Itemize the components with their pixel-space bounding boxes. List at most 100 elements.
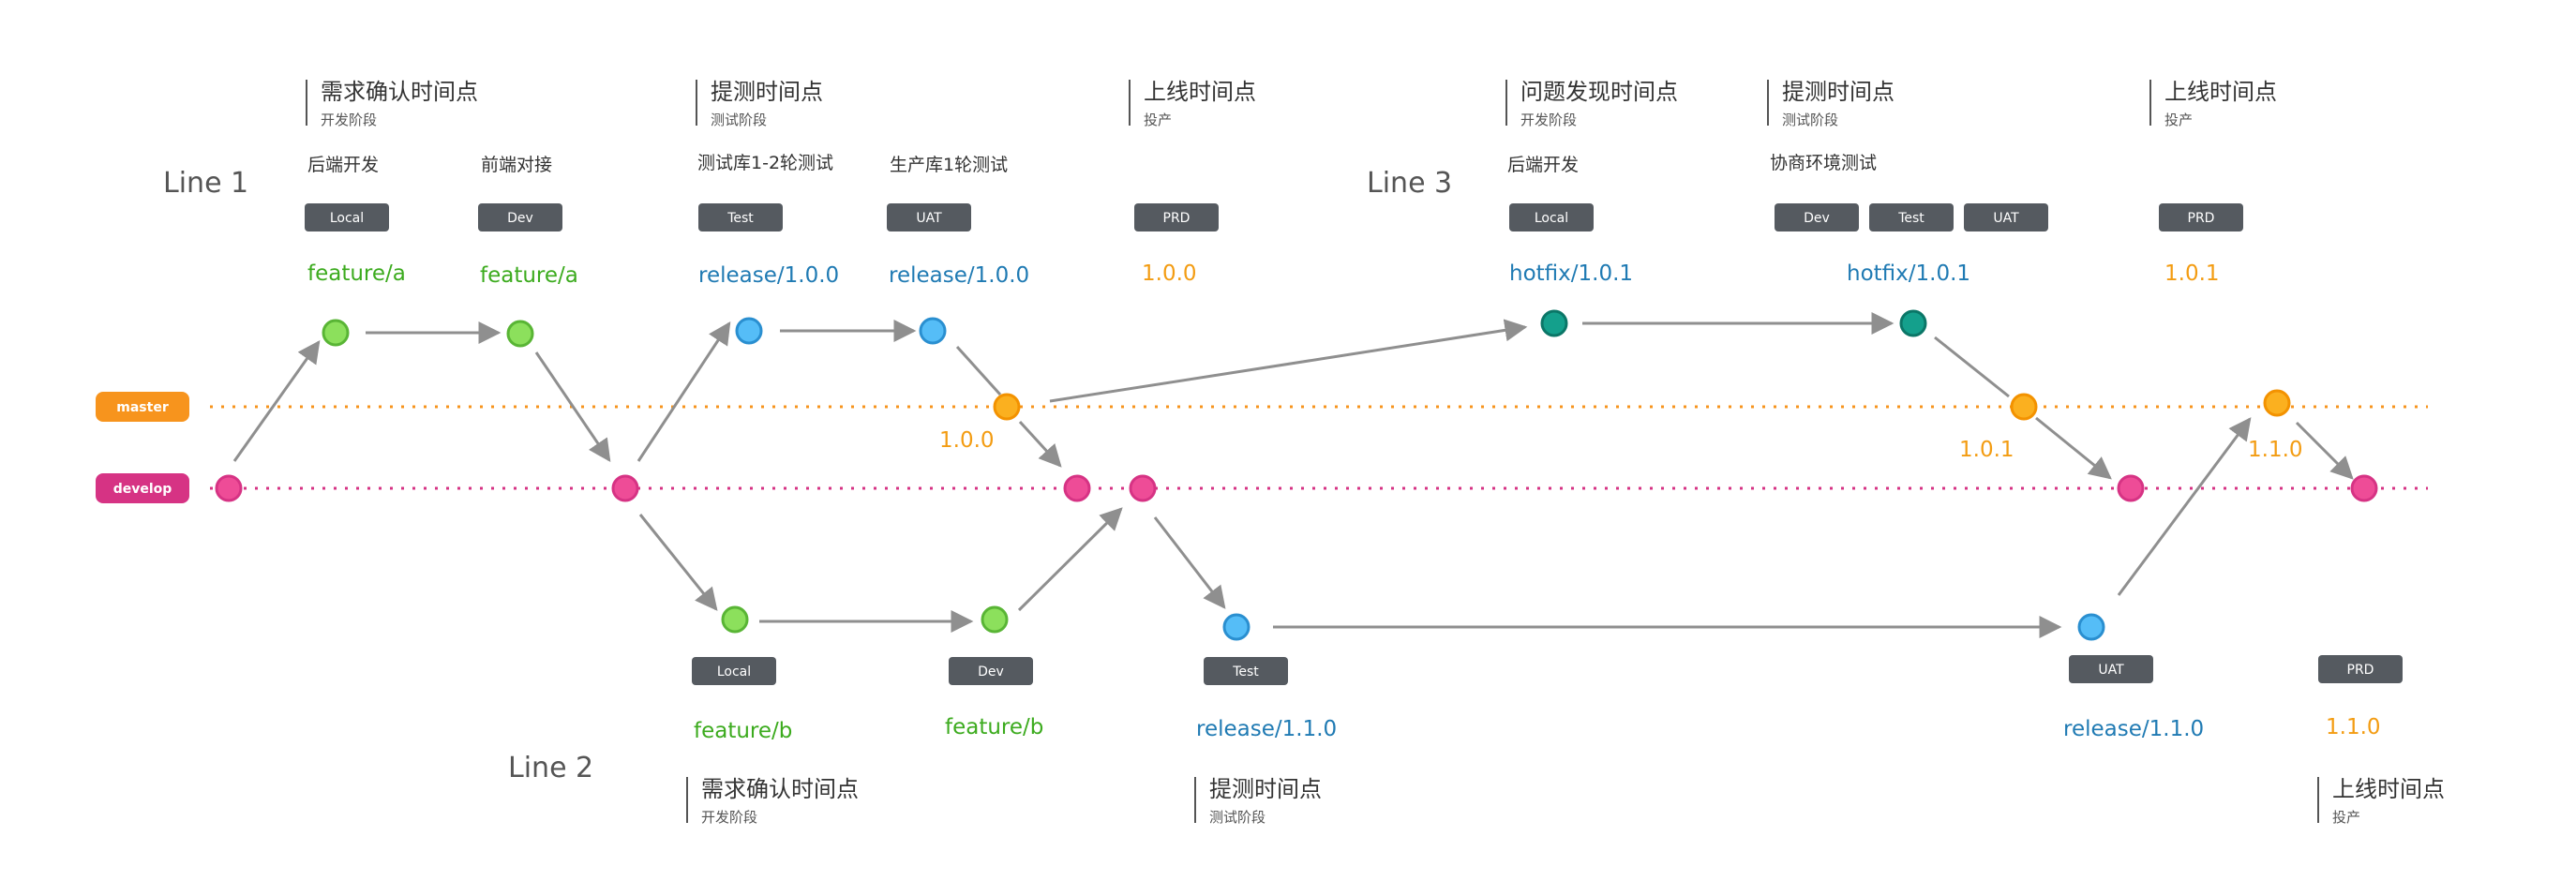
milestone-release-line3: 上线时间点 投产 xyxy=(2149,79,2277,128)
svg-text:UAT: UAT xyxy=(916,211,942,226)
node-master-110 xyxy=(2263,389,2291,417)
env-uat-hotfix: UAT xyxy=(1964,203,2048,231)
svg-text:Test: Test xyxy=(726,211,754,226)
node-hotfix-test xyxy=(1899,309,1927,337)
version-101-tag: 1.0.1 xyxy=(1959,438,2014,462)
label-release-100-1: release/1.0.0 xyxy=(698,263,839,288)
milestone-requirement-line1: 需求确认时间点 开发阶段 xyxy=(306,79,478,128)
arrow-master-to-develop-110 xyxy=(2295,421,2354,480)
develop-pill xyxy=(96,473,189,503)
arrow-develop-to-release-110 xyxy=(1153,516,1226,609)
svg-text:Test: Test xyxy=(1897,211,1925,226)
version-100-tag: 1.0.0 xyxy=(939,428,995,453)
node-develop-merge-b xyxy=(1129,474,1157,502)
arrow-develop-to-release-100 xyxy=(637,321,731,462)
develop-pill-label: develop xyxy=(113,482,172,497)
svg-text:开发阶段: 开发阶段 xyxy=(701,809,757,826)
arrow-release-100-to-master xyxy=(955,345,1002,396)
svg-text:测试阶段: 测试阶段 xyxy=(711,112,767,128)
node-release-110-test xyxy=(1222,613,1251,641)
svg-text:Dev: Dev xyxy=(978,664,1004,679)
arrow-master-to-hotfix xyxy=(1049,319,1528,403)
node-release-110-uat xyxy=(2077,613,2105,641)
arrow-feature-a-merge xyxy=(534,351,611,462)
label-feature-a-2: feature/a xyxy=(480,263,578,288)
svg-text:问题发现时间点: 问题发现时间点 xyxy=(1520,79,1678,105)
node-feature-b-local xyxy=(721,605,749,634)
version-110-tag: 1.1.0 xyxy=(2248,438,2303,462)
svg-text:Dev: Dev xyxy=(507,211,533,226)
svg-text:PRD: PRD xyxy=(2347,663,2374,678)
milestone-issue-line3: 问题发现时间点 开发阶段 xyxy=(1505,79,1678,128)
env-dev-b: Dev xyxy=(949,657,1033,685)
task-negotiation-env-test: 协商环境测试 xyxy=(1770,153,1877,173)
env-local-b: Local xyxy=(692,657,776,685)
node-develop-110 xyxy=(2350,474,2378,502)
label-prd-101: 1.0.1 xyxy=(2164,261,2220,286)
env-prd-101: PRD xyxy=(2159,203,2243,231)
env-test-hotfix: Test xyxy=(1869,203,1954,231)
svg-text:PRD: PRD xyxy=(1163,211,1191,226)
svg-text:PRD: PRD xyxy=(2188,211,2215,226)
task-frontend-integration: 前端对接 xyxy=(481,155,552,175)
task-test-db-rounds: 测试库1-2轮测试 xyxy=(697,153,833,173)
svg-text:投产: 投产 xyxy=(2164,112,2193,128)
svg-text:上线时间点: 上线时间点 xyxy=(2332,776,2445,802)
node-develop-merge-a xyxy=(611,474,639,502)
svg-text:上线时间点: 上线时间点 xyxy=(1144,79,1256,105)
node-feature-a-dev xyxy=(506,320,534,348)
svg-text:Local: Local xyxy=(717,664,751,679)
line-1-label: Line 1 xyxy=(163,167,248,200)
label-prd-100: 1.0.0 xyxy=(1142,261,1197,286)
milestone-test-line3: 提测时间点 测试阶段 xyxy=(1767,79,1895,128)
svg-text:上线时间点: 上线时间点 xyxy=(2164,79,2277,105)
master-pill xyxy=(96,392,189,422)
node-release-100-uat xyxy=(919,317,947,345)
label-hotfix-101-1: hotfix/1.0.1 xyxy=(1509,261,1633,286)
node-release-100-test xyxy=(735,317,763,345)
milestone-test-line2: 提测时间点 测试阶段 xyxy=(1194,776,1322,826)
label-feature-b-2: feature/b xyxy=(945,715,1043,739)
svg-text:提测时间点: 提测时间点 xyxy=(711,79,823,105)
env-prd-110: PRD xyxy=(2318,655,2403,683)
svg-text:Local: Local xyxy=(330,211,364,226)
milestone-release-line2: 上线时间点 投产 xyxy=(2317,776,2445,826)
node-master-101 xyxy=(2010,393,2038,421)
label-release-110-1: release/1.1.0 xyxy=(1196,717,1337,741)
milestone-release-line1: 上线时间点 投产 xyxy=(1129,79,1256,128)
label-feature-b-1: feature/b xyxy=(694,719,792,743)
svg-text:提测时间点: 提测时间点 xyxy=(1209,776,1322,802)
svg-text:Test: Test xyxy=(1232,664,1259,679)
svg-text:投产: 投产 xyxy=(1144,112,1172,128)
node-feature-b-dev xyxy=(981,605,1009,634)
env-test-100: Test xyxy=(698,203,783,231)
env-uat-100: UAT xyxy=(887,203,971,231)
node-develop-start xyxy=(215,474,243,502)
arrow-develop-to-feature-a xyxy=(232,340,321,462)
svg-text:测试阶段: 测试阶段 xyxy=(1209,809,1266,826)
arrow-release-110-to-master xyxy=(2117,417,2252,596)
svg-text:开发阶段: 开发阶段 xyxy=(321,112,377,128)
svg-text:UAT: UAT xyxy=(2098,663,2124,678)
env-dev-hotfix: Dev xyxy=(1775,203,1859,231)
svg-text:投产: 投产 xyxy=(2332,809,2360,826)
milestone-requirement-line2: 需求确认时间点 开发阶段 xyxy=(686,776,859,826)
arrow-feature-b-merge xyxy=(1017,507,1123,612)
env-test-110: Test xyxy=(1204,657,1288,685)
env-prd-100: PRD xyxy=(1134,203,1219,231)
env-local-a: Local xyxy=(305,203,389,231)
label-prd-110: 1.1.0 xyxy=(2326,715,2381,739)
svg-text:开发阶段: 开发阶段 xyxy=(1520,112,1577,128)
svg-text:Dev: Dev xyxy=(1804,211,1830,226)
svg-text:提测时间点: 提测时间点 xyxy=(1782,79,1895,105)
arrow-hotfix-to-master xyxy=(1934,336,2010,398)
node-develop-101 xyxy=(2117,474,2145,502)
line-3-label: Line 3 xyxy=(1367,167,1452,200)
svg-text:Local: Local xyxy=(1535,211,1568,226)
master-pill-label: master xyxy=(116,400,169,415)
line-2-label: Line 2 xyxy=(508,752,593,784)
env-dev-a: Dev xyxy=(478,203,562,231)
label-release-110-2: release/1.1.0 xyxy=(2063,717,2204,741)
task-prod-db-round: 生产库1轮测试 xyxy=(890,155,1008,175)
